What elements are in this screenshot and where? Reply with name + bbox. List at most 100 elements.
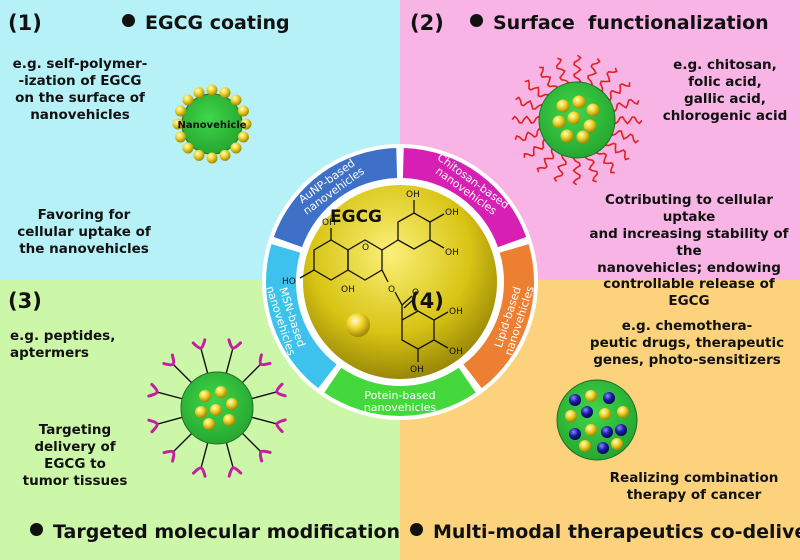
gold-bead [175, 105, 187, 117]
gold-bead [230, 94, 242, 106]
wavy-ligand [515, 96, 544, 110]
wavy-ligand [584, 153, 599, 183]
bullet-icon [410, 523, 423, 536]
panel-2-number: (2) [410, 11, 444, 35]
ligand-stick [225, 440, 234, 469]
wavy-ligand [511, 115, 542, 125]
panel-3-number: (3) [8, 289, 42, 313]
gold-bead [219, 87, 231, 99]
gold-bead [226, 398, 238, 410]
panel-1-heading: EGCG coating [122, 12, 290, 36]
egcg-molecule-structure [299, 200, 449, 362]
oh-label: OH [406, 190, 420, 200]
egcg-beads [552, 95, 600, 144]
gold-bead [556, 99, 570, 113]
oh-label: OH [410, 365, 424, 375]
wavy-ligand [536, 148, 556, 173]
gold-bead [583, 119, 597, 133]
gold-bead [237, 105, 249, 117]
gold-bead [599, 408, 611, 420]
wavy-ligand [610, 130, 639, 144]
gold-bead [230, 142, 242, 154]
ligand-stick [249, 416, 278, 425]
targeting-head [147, 382, 159, 398]
o-label: O [412, 288, 419, 298]
targeting-head [162, 449, 176, 463]
panel-4-number: (4) [410, 289, 444, 313]
gold-bead [617, 406, 629, 418]
text-line: therapy of cancer [626, 486, 762, 503]
targeting-head [147, 418, 159, 434]
text-line: on the surface of [15, 89, 145, 106]
wavy-ligand [605, 141, 630, 161]
targeting-head [191, 466, 207, 478]
gold-bead [560, 129, 574, 143]
panel-1-example: e.g. self-polymer- -ization of EGCG on t… [10, 56, 150, 124]
targeting-head [258, 449, 272, 463]
egcg-coating-beads [172, 84, 252, 164]
nanovehicle-targeted [147, 338, 287, 478]
gold-bead [193, 87, 205, 99]
targeting-head [162, 353, 176, 367]
gold-bead [565, 410, 577, 422]
wavy-ligand [553, 153, 567, 182]
panel-2-heading-text: Surface functionalization [493, 12, 769, 34]
text-line: Targeting [38, 422, 112, 438]
ligand-stick [172, 363, 194, 385]
wavy-ligand [555, 57, 570, 87]
gold-bead [219, 149, 231, 161]
ring-segment [402, 148, 527, 248]
text-line: e.g. chitosan, [673, 57, 777, 73]
ligand-stick [172, 431, 194, 453]
gold-bead [579, 440, 591, 452]
ho-label: HO [282, 277, 296, 287]
nanovehicle-label: Nanovehicle [177, 120, 246, 131]
gold-bead [567, 111, 581, 125]
gold-bead [210, 404, 222, 416]
gold-bead [206, 152, 218, 164]
drug-bead [601, 426, 613, 438]
drug-bead [581, 406, 593, 418]
ligand-stick [156, 416, 185, 425]
panel-1-benefit: Favoring for cellular uptake of the nano… [14, 207, 154, 258]
drug-bead [603, 392, 615, 404]
text-line: controllable release of EGCG [603, 276, 775, 310]
wavy-ligand [587, 58, 601, 87]
ring-segment [463, 244, 534, 389]
panel-2-example: e.g. chitosan, folic acid, gallic acid, … [660, 57, 790, 125]
gold-bead [552, 115, 566, 129]
text-line: Cotributing to cellular uptake [604, 192, 774, 225]
panel-4-example: e.g. chemothera- peutic drugs, therapeut… [584, 318, 790, 369]
oh-label: OH [341, 285, 355, 295]
gold-bead [585, 390, 597, 402]
panel-1-number: (1) [8, 11, 42, 35]
ligand-stick [200, 440, 209, 469]
drug-bead [597, 442, 609, 454]
center-title: EGCG [330, 207, 382, 227]
egcg-beads [195, 386, 238, 430]
oh-label: OH [445, 208, 459, 218]
drug-bead [615, 424, 627, 436]
egcg-and-drug-beads [565, 390, 629, 454]
gold-bead [195, 406, 207, 418]
wavy-ligand [514, 127, 544, 142]
gold-bead [586, 103, 600, 117]
gold-bead [182, 142, 194, 154]
ring-segment [266, 244, 337, 389]
nanovehicle-surface-functionalized [511, 54, 643, 186]
text-line: and increasing stability of the [589, 225, 789, 259]
text-line: Realizing combination [609, 470, 779, 486]
panel-4-benefit: Realizing combination therapy of cancer [604, 470, 784, 504]
text-line: chlorogenic acid [662, 107, 788, 124]
gold-bead [240, 118, 252, 130]
panel-3-example: e.g. peptides, aptermers [10, 328, 120, 362]
bullet-icon [470, 14, 483, 27]
text-line: delivery of [34, 438, 116, 455]
oh-label: OH [445, 248, 459, 258]
bullet-icon [30, 523, 43, 536]
panel-2-benefit: Cotributing to cellular uptake and incre… [582, 192, 796, 310]
ring-segment [273, 148, 398, 248]
